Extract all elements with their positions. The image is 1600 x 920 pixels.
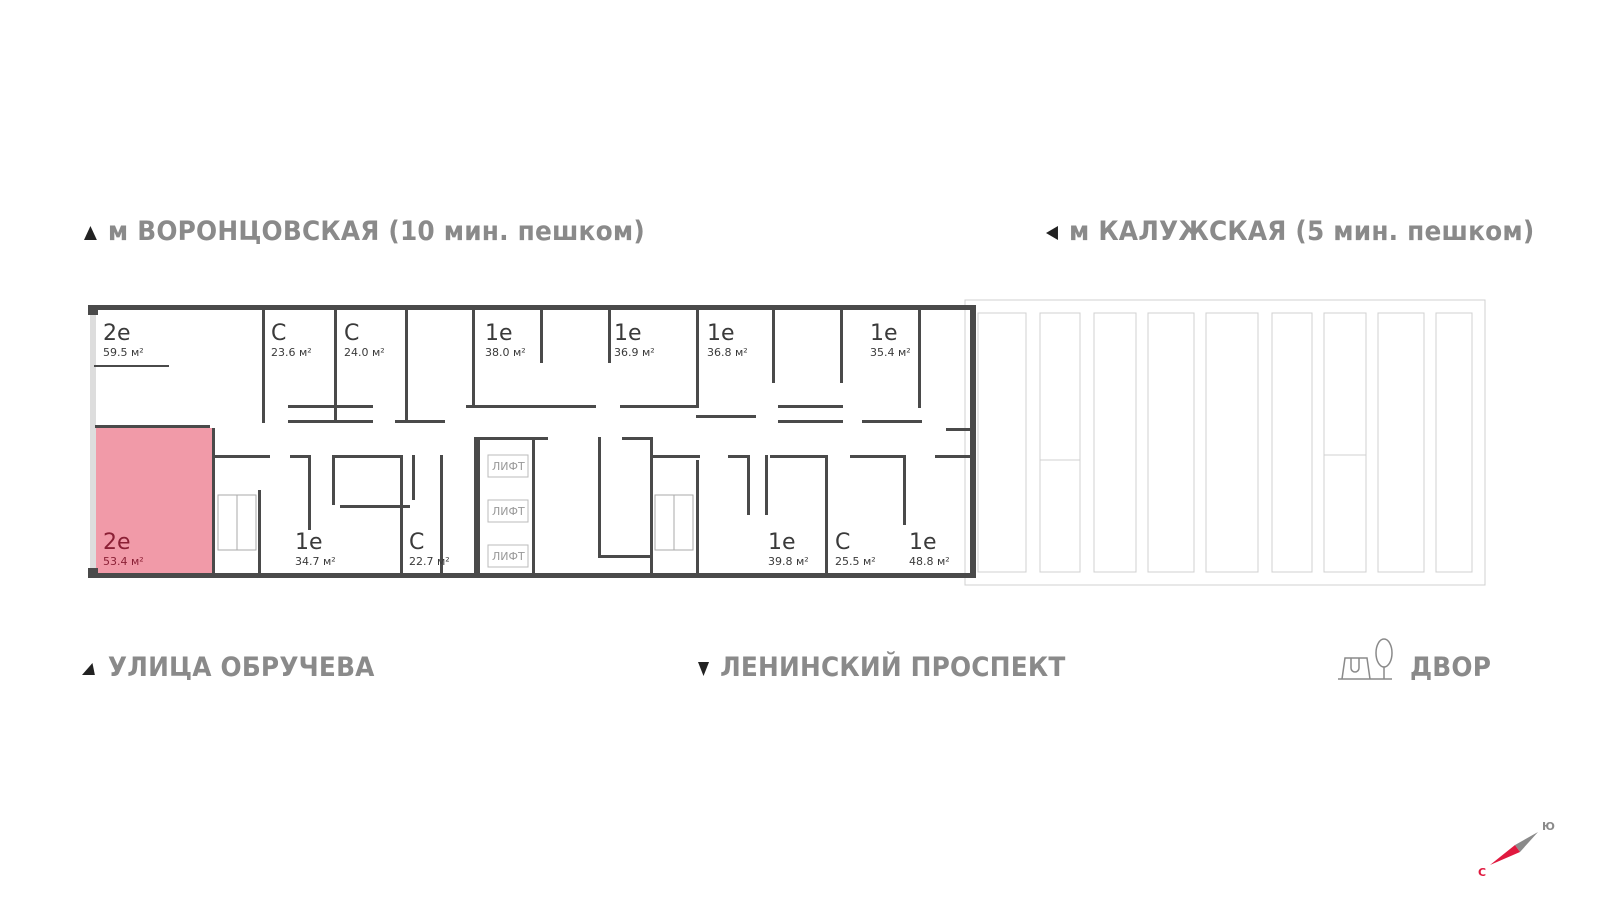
compass-south-label: Ю <box>1542 820 1555 833</box>
apartment-area: 35.4 м² <box>870 346 911 359</box>
apartment-type: 1е <box>485 321 513 346</box>
direction-kaluzhskaya: м КАЛУЖСКАЯ (5 мин. пешком) <box>1046 216 1534 247</box>
direction-courtyard: ДВОР <box>1410 652 1491 683</box>
apartment-area: 25.5 м² <box>835 555 876 568</box>
apartment-area: 22.7 м² <box>409 555 450 568</box>
apartment-area: 48.8 м² <box>909 555 950 568</box>
direction-label: ЛЕНИНСКИЙ ПРОСПЕКТ <box>720 652 1066 683</box>
direction-label: м КАЛУЖСКАЯ (5 мин. пешком) <box>1069 216 1535 247</box>
elevator <box>487 454 529 478</box>
selected-apartment-fill[interactable] <box>95 428 214 574</box>
apartment-area: 38.0 м² <box>485 346 526 359</box>
apartment-type: 1е <box>614 321 642 346</box>
apartment-type: 1е <box>909 530 937 555</box>
apartment-type: 1е <box>768 530 796 555</box>
apartment-type: 1е <box>295 530 323 555</box>
direction-label: м ВОРОНЦОВСКАЯ (10 мин. пешком) <box>107 216 645 247</box>
apartment-type: 2е <box>103 530 131 555</box>
triangle-arrow-icon <box>698 661 710 676</box>
direction-obrucheva: УЛИЦА ОБРУЧЕВА <box>81 652 375 683</box>
direction-label: УЛИЦА ОБРУЧЕВА <box>107 652 375 683</box>
apartment-c-25[interactable]: С25.5 м² <box>835 530 876 568</box>
apartment-area: 53.4 м² <box>103 555 144 568</box>
apartment-c-22[interactable]: С22.7 м² <box>409 530 450 568</box>
elevator <box>487 499 529 523</box>
apartment-type: 1е <box>870 321 898 346</box>
direction-leninsky: ЛЕНИНСКИЙ ПРОСПЕКТ <box>698 652 1065 683</box>
walls <box>88 305 976 578</box>
apartment-area: 36.8 м² <box>707 346 748 359</box>
apartment-c-24[interactable]: С24.0 м² <box>344 321 385 359</box>
staircase <box>217 494 694 551</box>
courtyard-annex <box>964 299 1486 586</box>
apartment-area: 59.5 м² <box>103 346 144 359</box>
apartment-type: С <box>344 321 359 346</box>
apartment-area: 34.7 м² <box>295 555 336 568</box>
elevator <box>487 544 529 568</box>
apartment-type: С <box>409 530 424 555</box>
apartment-type: 1е <box>707 321 735 346</box>
elevator-label: ЛИФТ <box>492 550 525 563</box>
elevator-label: ЛИФТ <box>492 505 525 518</box>
triangle-arrow-icon <box>84 225 97 240</box>
elevators: ЛИФТ ЛИФТ ЛИФТ <box>487 454 529 568</box>
apartment-area: 36.9 м² <box>614 346 655 359</box>
apartment-area: 24.0 м² <box>344 346 385 359</box>
apartment-type: С <box>835 530 850 555</box>
apartment-type: С <box>271 321 286 346</box>
apartment-type: 2е <box>103 321 131 346</box>
triangle-arrow-icon <box>1046 225 1058 240</box>
compass-icon: Ю С <box>1478 820 1555 879</box>
direction-label: ДВОР <box>1410 652 1492 683</box>
elevator-label: ЛИФТ <box>492 460 525 473</box>
compass-north-label: С <box>1478 866 1486 879</box>
apartment-area: 39.8 м² <box>768 555 809 568</box>
direction-voroncovskaya: м ВОРОНЦОВСКАЯ (10 мин. пешком) <box>84 216 645 247</box>
apartment-c-23[interactable]: С23.6 м² <box>271 321 312 359</box>
apartment-area: 23.6 м² <box>271 346 312 359</box>
playground-tree-icon <box>1338 638 1393 680</box>
